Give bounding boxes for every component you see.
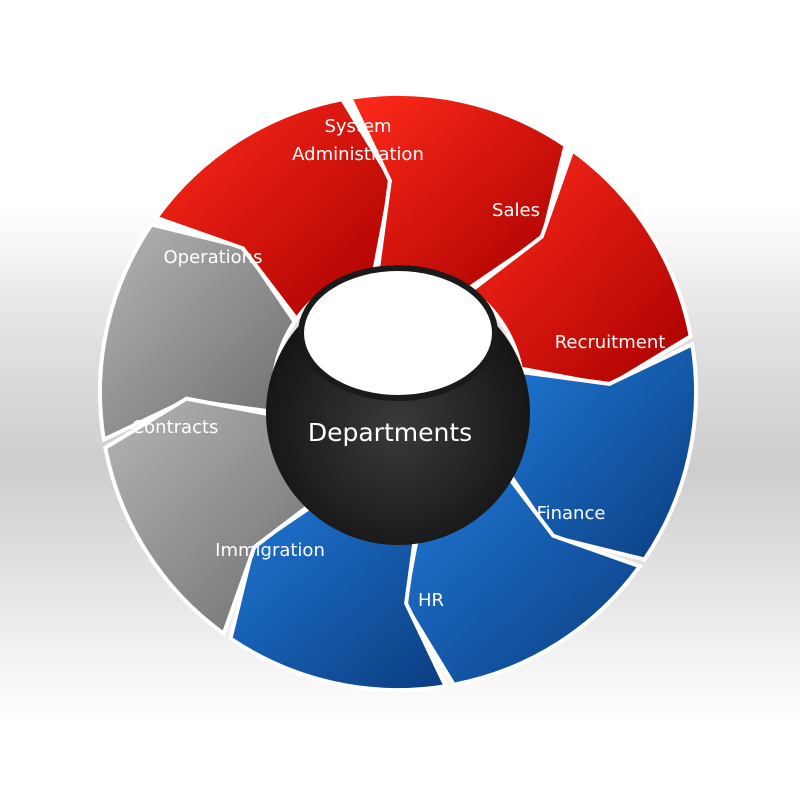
segment-label-line: Finance: [537, 503, 606, 524]
segment-label-line: Sales: [492, 200, 540, 221]
segment-label-sales: Sales: [492, 200, 540, 221]
segment-label-line: Operations: [164, 247, 263, 268]
segment-label-line: Contracts: [132, 417, 219, 438]
center-hole: [298, 265, 498, 401]
segment-label-finance: Finance: [537, 503, 606, 524]
segment-label-line: Administration: [292, 144, 424, 165]
segment-label-line: System: [324, 116, 391, 137]
segment-label-hr: HR: [418, 590, 444, 611]
segment-label-contracts: Contracts: [132, 417, 219, 438]
segment-finance: [467, 147, 693, 388]
segment-label-line: Recruitment: [555, 332, 666, 353]
segment-label-line: HR: [418, 590, 444, 611]
center-label: Departments: [308, 418, 472, 447]
segment-label-recruitment: Recruitment: [555, 332, 666, 353]
segment-label-immigration: Immigration: [215, 540, 325, 561]
segment-label-line: Immigration: [215, 540, 325, 561]
segment-label-operations: Operations: [164, 247, 263, 268]
